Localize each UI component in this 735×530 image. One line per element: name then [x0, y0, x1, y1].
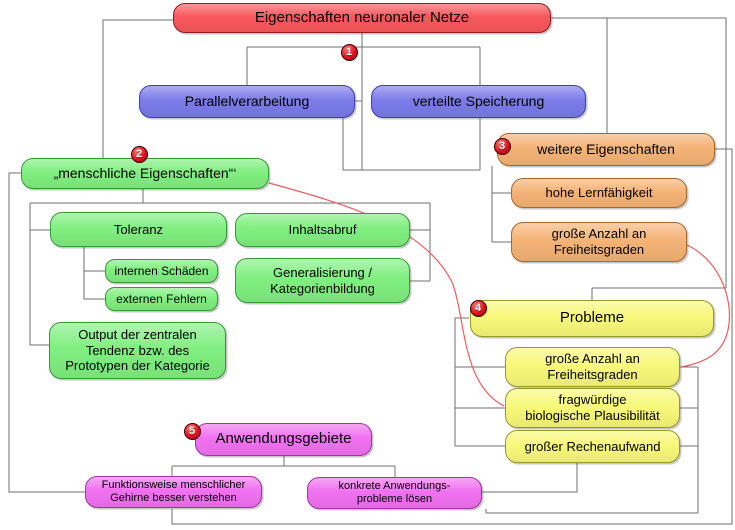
node-grosse-anzahl-freiheitsgrade-eigenschaft[interactable]: große Anzahl an Freiheitsgraden: [511, 222, 687, 262]
branch-3-number-badge: 3: [493, 137, 511, 155]
node-grosse-anzahl-freiheitsgrade-problem[interactable]: große Anzahl an Freiheitsgraden: [505, 347, 680, 387]
left-wraparound-connector: [8, 172, 85, 493]
branch1-bracket: [246, 46, 481, 85]
anwendungsgebiete-children-bracket: [171, 456, 396, 477]
node-probleme[interactable]: Probleme: [470, 300, 714, 337]
node-konkrete-anwendungsprobleme-loesen[interactable]: konkrete Anwendungs- probleme lösen: [307, 477, 482, 509]
root-to-menschliche-connector: [102, 19, 173, 158]
right-wraparound-connector: [171, 148, 733, 525]
node-fragwuerdige-biologische-plausibilitaet[interactable]: fragwürdige biologische Plausibilität: [505, 388, 680, 428]
node-weitere-eigenschaften[interactable]: weitere Eigenschaften: [497, 133, 715, 166]
crosslink-menschliche-to-fragwuerdige: [268, 182, 505, 407]
node-generalisierung-kategorienbildung[interactable]: Generalisierung / Kategorienbildung: [235, 258, 410, 303]
branch-5-number-badge: 5: [183, 422, 201, 440]
node-anwendungsgebiete[interactable]: Anwendungsgebiete: [195, 423, 372, 456]
node-verteilte-speicherung[interactable]: verteilte Speicherung: [371, 85, 586, 118]
node-toleranz[interactable]: Toleranz: [50, 212, 227, 247]
node-inhaltsabruf[interactable]: Inhaltsabruf: [235, 213, 410, 247]
node-grosser-rechenaufwand[interactable]: großer Rechenaufwand: [505, 430, 680, 463]
crosslink-freiheitsgrade-orange-to-yellow: [680, 244, 731, 368]
blue-boxes-lower-rail: [342, 100, 481, 171]
branch-1-number-badge: 1: [340, 43, 358, 61]
branch-2-number-badge: 2: [130, 145, 148, 163]
node-externen-fehlern[interactable]: externen Fehlern: [105, 287, 218, 311]
node-parallelverarbeitung[interactable]: Parallelverarbeitung: [139, 85, 355, 118]
branch-4-number-badge: 4: [469, 299, 487, 317]
node-internen-schaeden[interactable]: internen Schäden: [105, 259, 218, 283]
node-eigenschaften-neuronaler-netze[interactable]: Eigenschaften neuronaler Netze: [173, 3, 551, 33]
node-hohe-lernfaehigkeit[interactable]: hohe Lernfähigkeit: [511, 178, 687, 208]
node-menschliche-eigenschaften[interactable]: „menschliche Eigenschaften“‘: [21, 158, 269, 189]
toleranz-children-bracket: [83, 247, 105, 300]
node-funktionsweise-gehirne-verstehen[interactable]: Funktionsweise menschlicher Gehirne bess…: [85, 476, 262, 508]
menschliche-children-bracket: [29, 189, 431, 346]
probleme-children-bracket: [454, 317, 505, 447]
root-right-rail: [551, 17, 727, 300]
rechenaufwand-to-konkrete-connector: [482, 463, 578, 493]
node-output-zentrale-tendenz[interactable]: Output der zentralen Tendenz bzw. des Pr…: [49, 322, 226, 379]
weitere-children-bracket: [491, 166, 511, 243]
probleme-right-bracket: [485, 366, 699, 514]
